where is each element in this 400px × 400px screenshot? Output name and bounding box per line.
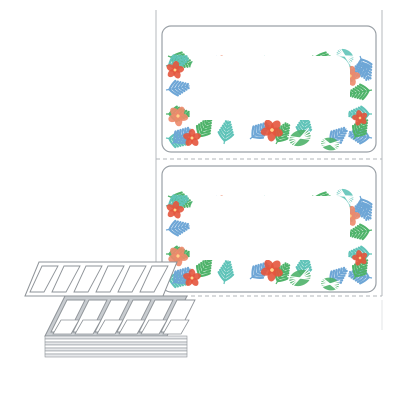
stack-block bbox=[44, 319, 190, 358]
palm-leaf-icon bbox=[348, 83, 373, 101]
monstera-leaf-icon bbox=[286, 127, 314, 149]
palm-leaf-icon bbox=[217, 120, 235, 145]
label-writing-area bbox=[190, 196, 350, 260]
palm-leaf-icon bbox=[171, 266, 192, 285]
monstera-leaf-icon bbox=[319, 276, 341, 292]
hibiscus-icon bbox=[168, 246, 189, 267]
label-top bbox=[161, 25, 377, 153]
hibiscus-icon bbox=[166, 60, 185, 79]
hibiscus-icon bbox=[183, 128, 201, 146]
monstera-leaf-icon bbox=[319, 136, 341, 152]
hibiscus-icon bbox=[260, 119, 283, 142]
monstera-leaf-icon bbox=[286, 267, 314, 289]
fanfold-label-stack-icon bbox=[24, 261, 196, 358]
stack-top-sheet bbox=[24, 261, 178, 297]
palm-leaf-icon bbox=[165, 219, 190, 237]
palm-leaf-icon bbox=[165, 79, 190, 97]
hibiscus-icon bbox=[351, 250, 368, 266]
hibiscus-icon bbox=[166, 200, 185, 219]
palm-leaf-icon bbox=[217, 260, 235, 285]
palm-leaf-icon bbox=[348, 223, 373, 241]
label-writing-area bbox=[190, 56, 350, 120]
hibiscus-icon bbox=[351, 110, 368, 126]
hibiscus-icon bbox=[260, 259, 283, 282]
liner-strip bbox=[155, 10, 383, 330]
label-bottom bbox=[161, 165, 377, 293]
hibiscus-icon bbox=[183, 268, 201, 286]
hibiscus-icon bbox=[168, 106, 189, 127]
